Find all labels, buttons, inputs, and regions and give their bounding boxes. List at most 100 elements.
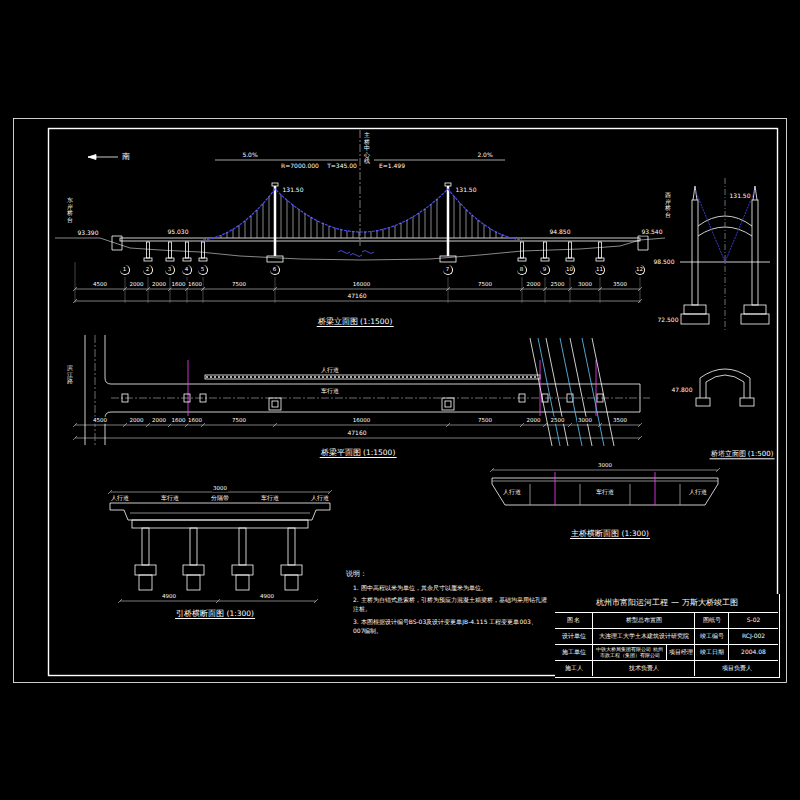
walkway-dots [466,376,468,378]
walkway-dots [370,376,372,378]
ground-line [55,238,665,260]
walkway-dots [286,376,288,378]
approach-cross-section [187,575,200,590]
hanger [341,230,342,238]
dimension-line [75,301,640,302]
view-title: 桥梁立面图 (1:1500) [317,317,394,327]
dimension-text: 16000 [352,417,372,424]
node-text: 项目经理 [669,649,693,655]
elevation-mark: 93.390 [77,229,100,236]
walkway-dots [442,376,444,378]
walkway-dots [394,376,396,378]
hanger [419,213,420,238]
node-text: 中铁大桥局集团有限公司 杭州市政工程（集团）有限公司 [594,647,665,658]
walkway-dots [450,376,452,378]
main-tower [440,256,456,262]
pier [566,242,574,261]
pier [569,242,572,258]
hanger [245,221,246,238]
dimension-text: 7500 [477,417,493,424]
dimension-text: 2000 [526,281,542,288]
walkway-dots [302,376,304,378]
elevation-mark: 98.500 [653,258,676,265]
curve-data: E=1.499 [378,162,406,169]
tower-elevation [681,314,709,324]
walkway-dots [318,376,320,378]
title-cell: 技术负责人 [592,660,694,676]
tower-detail [740,398,754,406]
dimension-line [73,287,77,291]
walkway-dots [354,376,356,378]
pile-cap [597,394,603,402]
note-text: 1. 图中高程以米为单位，其余尺寸以厘米为单位。 [352,584,488,591]
walkway-dots [246,376,248,378]
walkway-dots [326,376,328,378]
pier [199,258,207,261]
walkway-dots [474,376,476,378]
node-text: 1 [123,266,127,272]
title-cell: 中铁大桥局集团有限公司 杭州市政工程（集团）有限公司 [592,644,666,660]
walkway-dots [506,376,508,378]
dimension-line [446,423,450,427]
title-cell: 竣工编号 [694,628,728,644]
main-tower [272,183,278,186]
north-arrow [88,155,96,160]
dimension-line [216,599,220,603]
road-line [560,338,582,446]
note-heading: 说明： [345,571,368,579]
walkway-dots [430,376,432,378]
tower-elevation [725,190,755,262]
walkway-dots [422,376,424,378]
walkway-dots [206,376,208,378]
extension-line [600,277,601,303]
main-cross-section [580,484,581,505]
pier [144,242,604,261]
dimension-text: 2000 [151,417,167,424]
hanger [472,215,473,238]
hanger [413,217,414,238]
hanger [353,232,354,238]
hanger [401,223,402,238]
tower-detail [696,398,710,406]
dimension-text: 2000 [129,417,145,424]
title-block: 杭州市富阳运河工程 — 万斯大桥竣工图图 名桥型总布置图图纸号S-02设计单位大… [555,594,780,678]
walkway-dots [222,376,224,378]
hanger [359,232,360,238]
pile-cap [200,394,206,402]
pier-number: 1 [120,265,130,275]
dimension-line [185,287,189,291]
pier [166,258,174,261]
walkway-dots [218,376,220,378]
dimension-line [716,468,720,472]
elevation-mark: 95.030 [167,228,190,235]
main-tower [445,183,451,186]
walkway-dots [306,376,308,378]
plan-view [85,335,650,445]
tower-elevation [680,262,770,263]
main-cross-section [530,484,531,505]
hanger [395,226,396,238]
water-mark [338,251,374,257]
walkway-dots [258,376,260,378]
dimension-text: 4900 [259,593,275,600]
node-text: 设计单位 [562,633,586,640]
dimension-text: 1600 [187,281,203,288]
extension-line [75,262,640,303]
elevation-mark: 131.50 [282,186,305,193]
title-cell: 竣工日期 [694,644,728,660]
node-text: 5 [201,266,205,272]
pile-cap [519,394,525,402]
pier [541,258,549,261]
pier-number: 9 [540,265,550,275]
dimension-line [168,287,172,291]
hanger [383,229,384,238]
elevation-mark: 47.800 [671,386,694,393]
dimension-line [638,423,642,427]
walkway-dots [358,376,360,378]
view-title: 桥梁平面图 (1:1500) [320,448,397,458]
hanger [257,210,258,238]
walkway-dots [486,376,488,378]
walkway-dots [342,376,344,378]
pier-number: 4 [182,265,192,275]
walkway-dots [498,376,500,378]
